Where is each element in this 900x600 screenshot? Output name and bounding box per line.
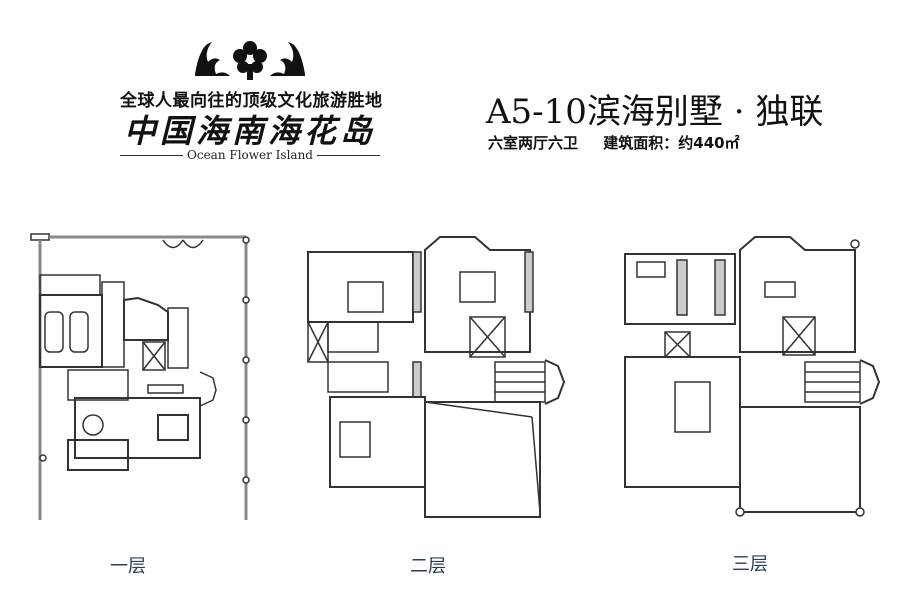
floor-label-3: 三层	[732, 554, 768, 575]
floor-plan-2	[307, 236, 566, 518]
logo-english-text: Ocean Flower Island	[187, 148, 313, 162]
floor-plan-1	[30, 233, 250, 520]
floor-label-1: 一层	[110, 556, 146, 577]
divider	[317, 154, 381, 156]
logo-name: 中国海南海花岛	[123, 112, 376, 150]
subtitle: 六室两厅六卫 建筑面积：约440㎡	[488, 132, 760, 153]
floor-label-2: 二层	[410, 556, 446, 577]
logo-english: Ocean Flower Island	[120, 148, 381, 162]
page-title: A5-10滨海别墅 · 独联	[486, 92, 824, 132]
logo: 全球人最向往的顶级文化旅游胜地 中国海南海花岛 Ocean Flower Isl…	[120, 34, 383, 169]
divider	[120, 154, 184, 156]
room-layout: 六室两厅六卫	[488, 134, 579, 152]
floor-plan-3	[624, 236, 881, 517]
logo-slogan: 全球人最向往的顶级文化旅游胜地	[120, 91, 383, 111]
flower-emblem-icon	[195, 41, 305, 80]
floor-area: 建筑面积：约440㎡	[603, 134, 740, 152]
